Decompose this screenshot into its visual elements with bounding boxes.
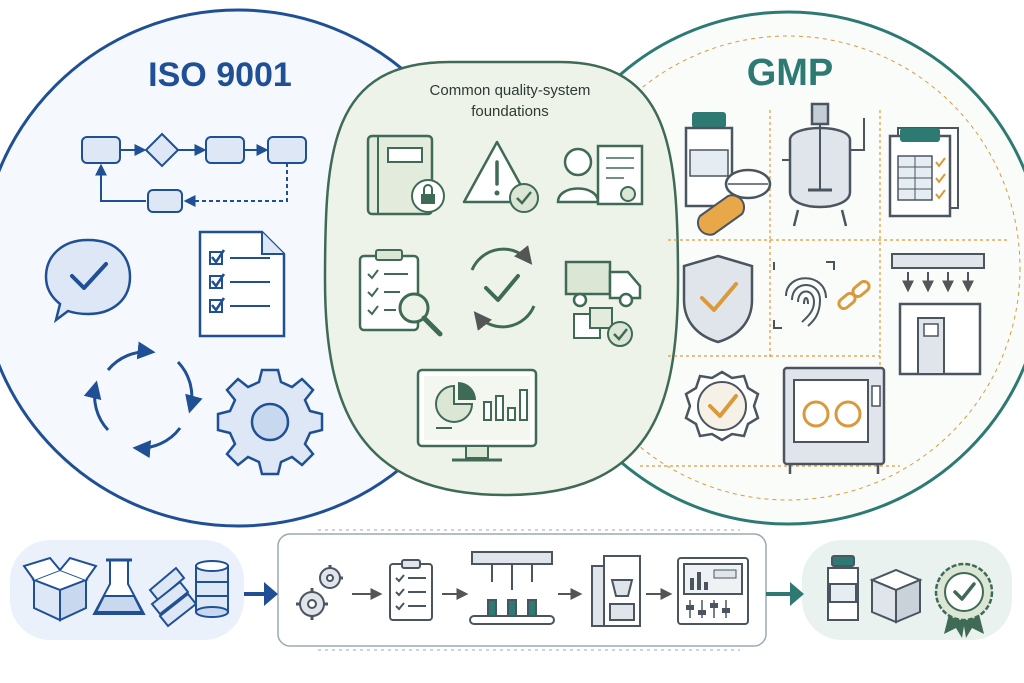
certification-badge-icon xyxy=(684,370,760,442)
refresh-check-icon xyxy=(470,245,536,331)
box-icon xyxy=(869,568,923,624)
speech-check-icon xyxy=(44,238,132,324)
control-panel-icon xyxy=(677,557,749,625)
iso-9001-title: ISO 9001 xyxy=(148,56,292,94)
gmp-grid-dividers xyxy=(640,110,1008,467)
pipes-icon xyxy=(148,566,198,628)
certified-seal-icon xyxy=(934,562,994,638)
vial-icon xyxy=(827,555,859,621)
flow-arrow-outputs xyxy=(766,582,804,606)
medicine-vial-capsule-icon xyxy=(684,112,772,236)
checklist-document-icon xyxy=(198,230,286,338)
continual-improvement-cycle-icon xyxy=(83,341,203,459)
batch-records-icon xyxy=(888,127,959,218)
flow-arrow-inputs xyxy=(244,582,278,606)
quality-shield-icon xyxy=(682,254,754,344)
cleanroom-facility-icon xyxy=(891,253,985,376)
filling-line-icon xyxy=(469,551,555,625)
common-title-line-1: Common quality-system xyxy=(429,82,591,99)
locked-manual-icon xyxy=(366,134,445,216)
checklist-icon xyxy=(389,559,433,621)
gmp-title: GMP xyxy=(746,52,834,94)
clipboard-inspection-icon xyxy=(358,249,443,337)
gears-icon xyxy=(296,565,343,620)
flask-icon xyxy=(92,558,146,615)
person-certificate-icon xyxy=(556,144,644,206)
fingerprint-traceability-icon xyxy=(773,261,871,329)
packaging-machine-icon xyxy=(591,555,641,627)
open-box-icon xyxy=(22,556,98,622)
common-foundations-title: Common quality-system foundations xyxy=(390,80,630,122)
bioreactor-tank-icon xyxy=(782,102,865,227)
analytics-monitor-icon xyxy=(416,368,538,462)
warning-check-icon xyxy=(462,140,539,213)
isolator-glovebox-icon xyxy=(782,366,886,474)
gear-icon xyxy=(216,368,324,476)
drum-icon xyxy=(195,560,229,618)
delivery-truck-icon xyxy=(564,260,642,347)
common-title-line-2: foundations xyxy=(471,103,549,120)
process-flow-icon xyxy=(81,132,307,213)
